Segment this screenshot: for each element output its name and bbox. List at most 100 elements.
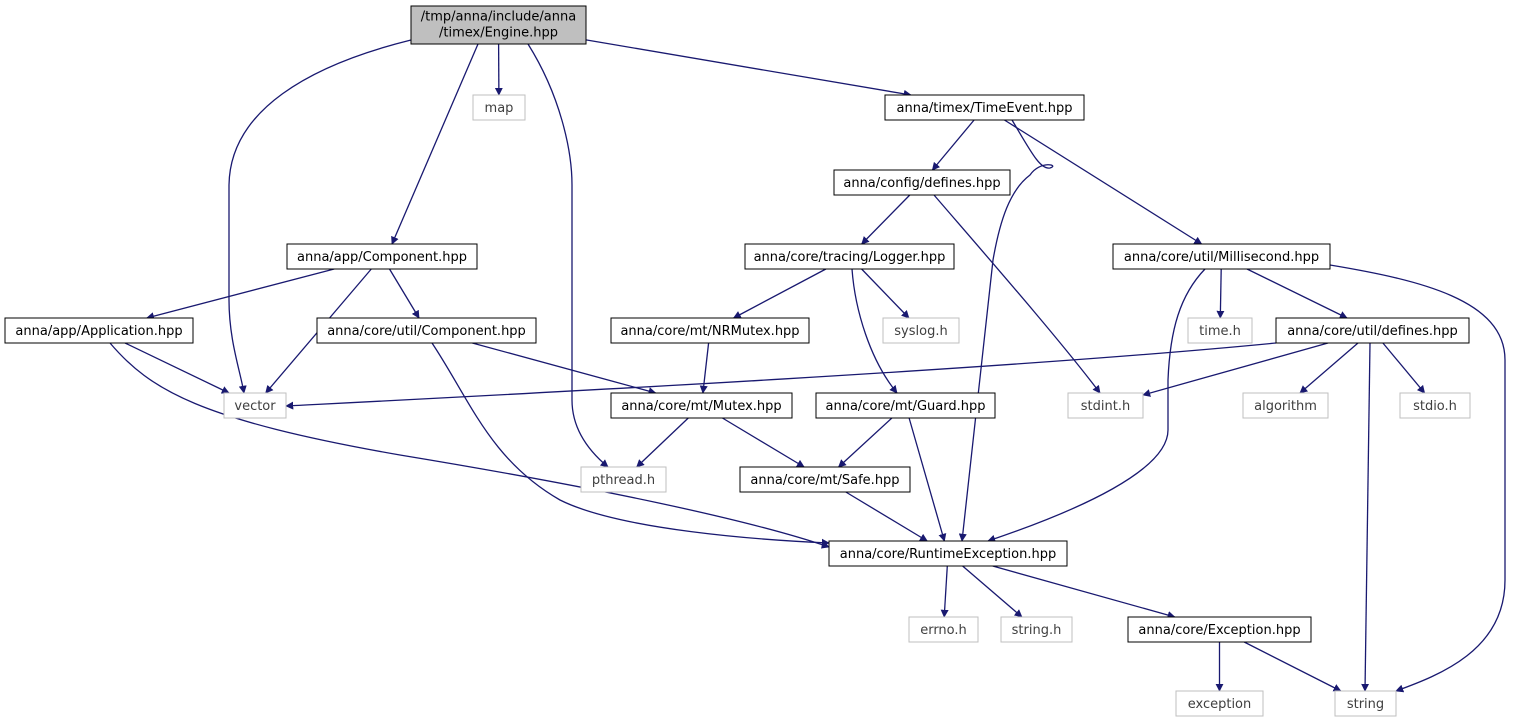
node-label: anna/config/defines.hpp — [843, 176, 1000, 191]
edge-group — [636, 417, 689, 468]
edge-group — [1246, 268, 1348, 319]
node-label: anna/core/util/defines.hpp — [1287, 324, 1458, 339]
node-label: anna/core/Exception.hpp — [1138, 623, 1300, 638]
node-exception-hpp[interactable]: anna/core/Exception.hpp — [1127, 616, 1312, 643]
edge-group — [962, 565, 1023, 618]
node-algorithm: algorithm — [1242, 392, 1329, 419]
node-safe[interactable]: anna/core/mt/Safe.hpp — [739, 466, 911, 493]
edge-runtime_exc-to-string_h — [962, 565, 1023, 618]
edge-group — [851, 268, 898, 394]
node-root[interactable]: /tmp/anna/include/anna/timex/Engine.hpp — [410, 5, 587, 45]
edge-group — [838, 417, 893, 468]
edge-mutex-to-pthread — [636, 417, 689, 468]
edge-safe-to-runtime_exc — [845, 491, 928, 542]
node-runtime-exc[interactable]: anna/core/RuntimeException.hpp — [828, 540, 1068, 567]
node-box — [1067, 392, 1144, 419]
edge-group — [933, 194, 1101, 394]
node-config-defines[interactable]: anna/config/defines.hpp — [833, 169, 1011, 196]
node-label: anna/core/util/Millisecond.hpp — [1124, 250, 1319, 265]
node-syslog: syslog.h — [882, 317, 960, 344]
node-label: anna/core/mt/NRMutex.hpp — [620, 324, 799, 339]
node-box — [1127, 616, 1312, 643]
node-label: anna/core/tracing/Logger.hpp — [754, 250, 946, 265]
edge-time_event-to-config_defines — [931, 119, 975, 171]
node-label: anna/core/RuntimeException.hpp — [840, 547, 1056, 562]
edge-logger-to-guard — [851, 268, 898, 394]
node-label: anna/app/Application.hpp — [15, 324, 182, 339]
edge-guard-to-runtime_exc — [908, 417, 947, 542]
node-box — [1175, 690, 1264, 717]
node-box — [316, 317, 537, 344]
edge-group — [931, 119, 975, 171]
node-box — [1242, 392, 1329, 419]
node-stdio: stdio.h — [1399, 392, 1471, 419]
node-box — [815, 392, 996, 419]
node-app-component[interactable]: anna/app/Component.hpp — [286, 243, 478, 270]
edge-group — [1361, 342, 1371, 692]
node-label: anna/core/util/Component.hpp — [327, 324, 526, 339]
edge-group — [527, 43, 609, 468]
edge-guard-to-safe — [838, 417, 893, 468]
edge-exception_hpp-to-string — [1243, 641, 1342, 692]
edge-group — [146, 268, 335, 321]
edge-group — [228, 39, 412, 394]
edge-group — [732, 268, 827, 319]
node-label: anna/timex/TimeEvent.hpp — [897, 101, 1073, 116]
node-box — [580, 466, 667, 493]
node-application[interactable]: anna/app/Application.hpp — [4, 317, 194, 344]
node-util-component[interactable]: anna/core/util/Component.hpp — [316, 317, 537, 344]
node-label: anna/core/mt/Mutex.hpp — [621, 399, 781, 414]
node-box — [1112, 243, 1331, 270]
edge-group — [391, 43, 479, 245]
node-time-event[interactable]: anna/timex/TimeEvent.hpp — [884, 94, 1085, 121]
node-nrmutex[interactable]: anna/core/mt/NRMutex.hpp — [610, 317, 810, 344]
edge-util_defines-to-stdio — [1382, 342, 1426, 394]
node-util-defines[interactable]: anna/core/util/defines.hpp — [1275, 317, 1470, 344]
edge-group — [388, 268, 420, 319]
edge-group — [1004, 119, 1203, 245]
edge-util_component-to-mutex — [472, 342, 657, 395]
edge-application-to-vector — [124, 342, 230, 394]
edge-time_event-to-millisecond — [1004, 119, 1203, 245]
edge-util_defines-to-string — [1361, 342, 1371, 692]
edge-app_component-to-util_component — [388, 268, 420, 319]
nodes-layer: /tmp/anna/include/anna/timex/Engine.hppm… — [4, 5, 1471, 717]
node-box — [410, 5, 587, 45]
node-mutex[interactable]: anna/core/mt/Mutex.hpp — [610, 392, 793, 419]
edge-group — [722, 417, 805, 468]
node-box — [472, 94, 526, 121]
edge-millisecond-to-util_defines — [1246, 268, 1348, 319]
node-time-h: time.h — [1187, 317, 1253, 344]
node-label-line: /tmp/anna/include/anna — [421, 10, 576, 25]
node-label: stdio.h — [1413, 399, 1457, 414]
edge-group — [109, 342, 830, 549]
edge-group — [992, 565, 1176, 619]
node-box — [1399, 392, 1471, 419]
node-box — [1334, 690, 1397, 717]
node-label: anna/core/mt/Safe.hpp — [750, 473, 899, 488]
edge-nrmutex-to-mutex — [699, 342, 710, 394]
node-stdint: stdint.h — [1067, 392, 1144, 419]
node-box — [1187, 317, 1253, 344]
node-label: stdint.h — [1081, 399, 1130, 414]
edge-millisecond-to-runtime_exc — [987, 268, 1206, 543]
node-logger[interactable]: anna/core/tracing/Logger.hpp — [744, 243, 955, 270]
edge-util_component-to-runtime_exc — [431, 342, 830, 547]
edge-group — [1382, 342, 1426, 394]
node-box — [828, 540, 1068, 567]
node-label: vector — [234, 399, 276, 414]
node-label: syslog.h — [894, 324, 947, 339]
node-box — [833, 169, 1011, 196]
node-label: algorithm — [1254, 399, 1317, 414]
edge-util_defines-to-vector — [285, 342, 1277, 410]
node-label: anna/core/mt/Guard.hpp — [826, 399, 986, 414]
node-guard[interactable]: anna/core/mt/Guard.hpp — [815, 392, 996, 419]
node-box — [286, 243, 478, 270]
node-millisecond[interactable]: anna/core/util/Millisecond.hpp — [1112, 243, 1331, 270]
edge-runtime_exc-to-exception_hpp — [992, 565, 1176, 619]
edge-group — [1299, 342, 1359, 394]
edge-runtime_exc-to-errno — [940, 565, 949, 618]
node-box — [882, 317, 960, 344]
edge-group — [431, 342, 830, 547]
